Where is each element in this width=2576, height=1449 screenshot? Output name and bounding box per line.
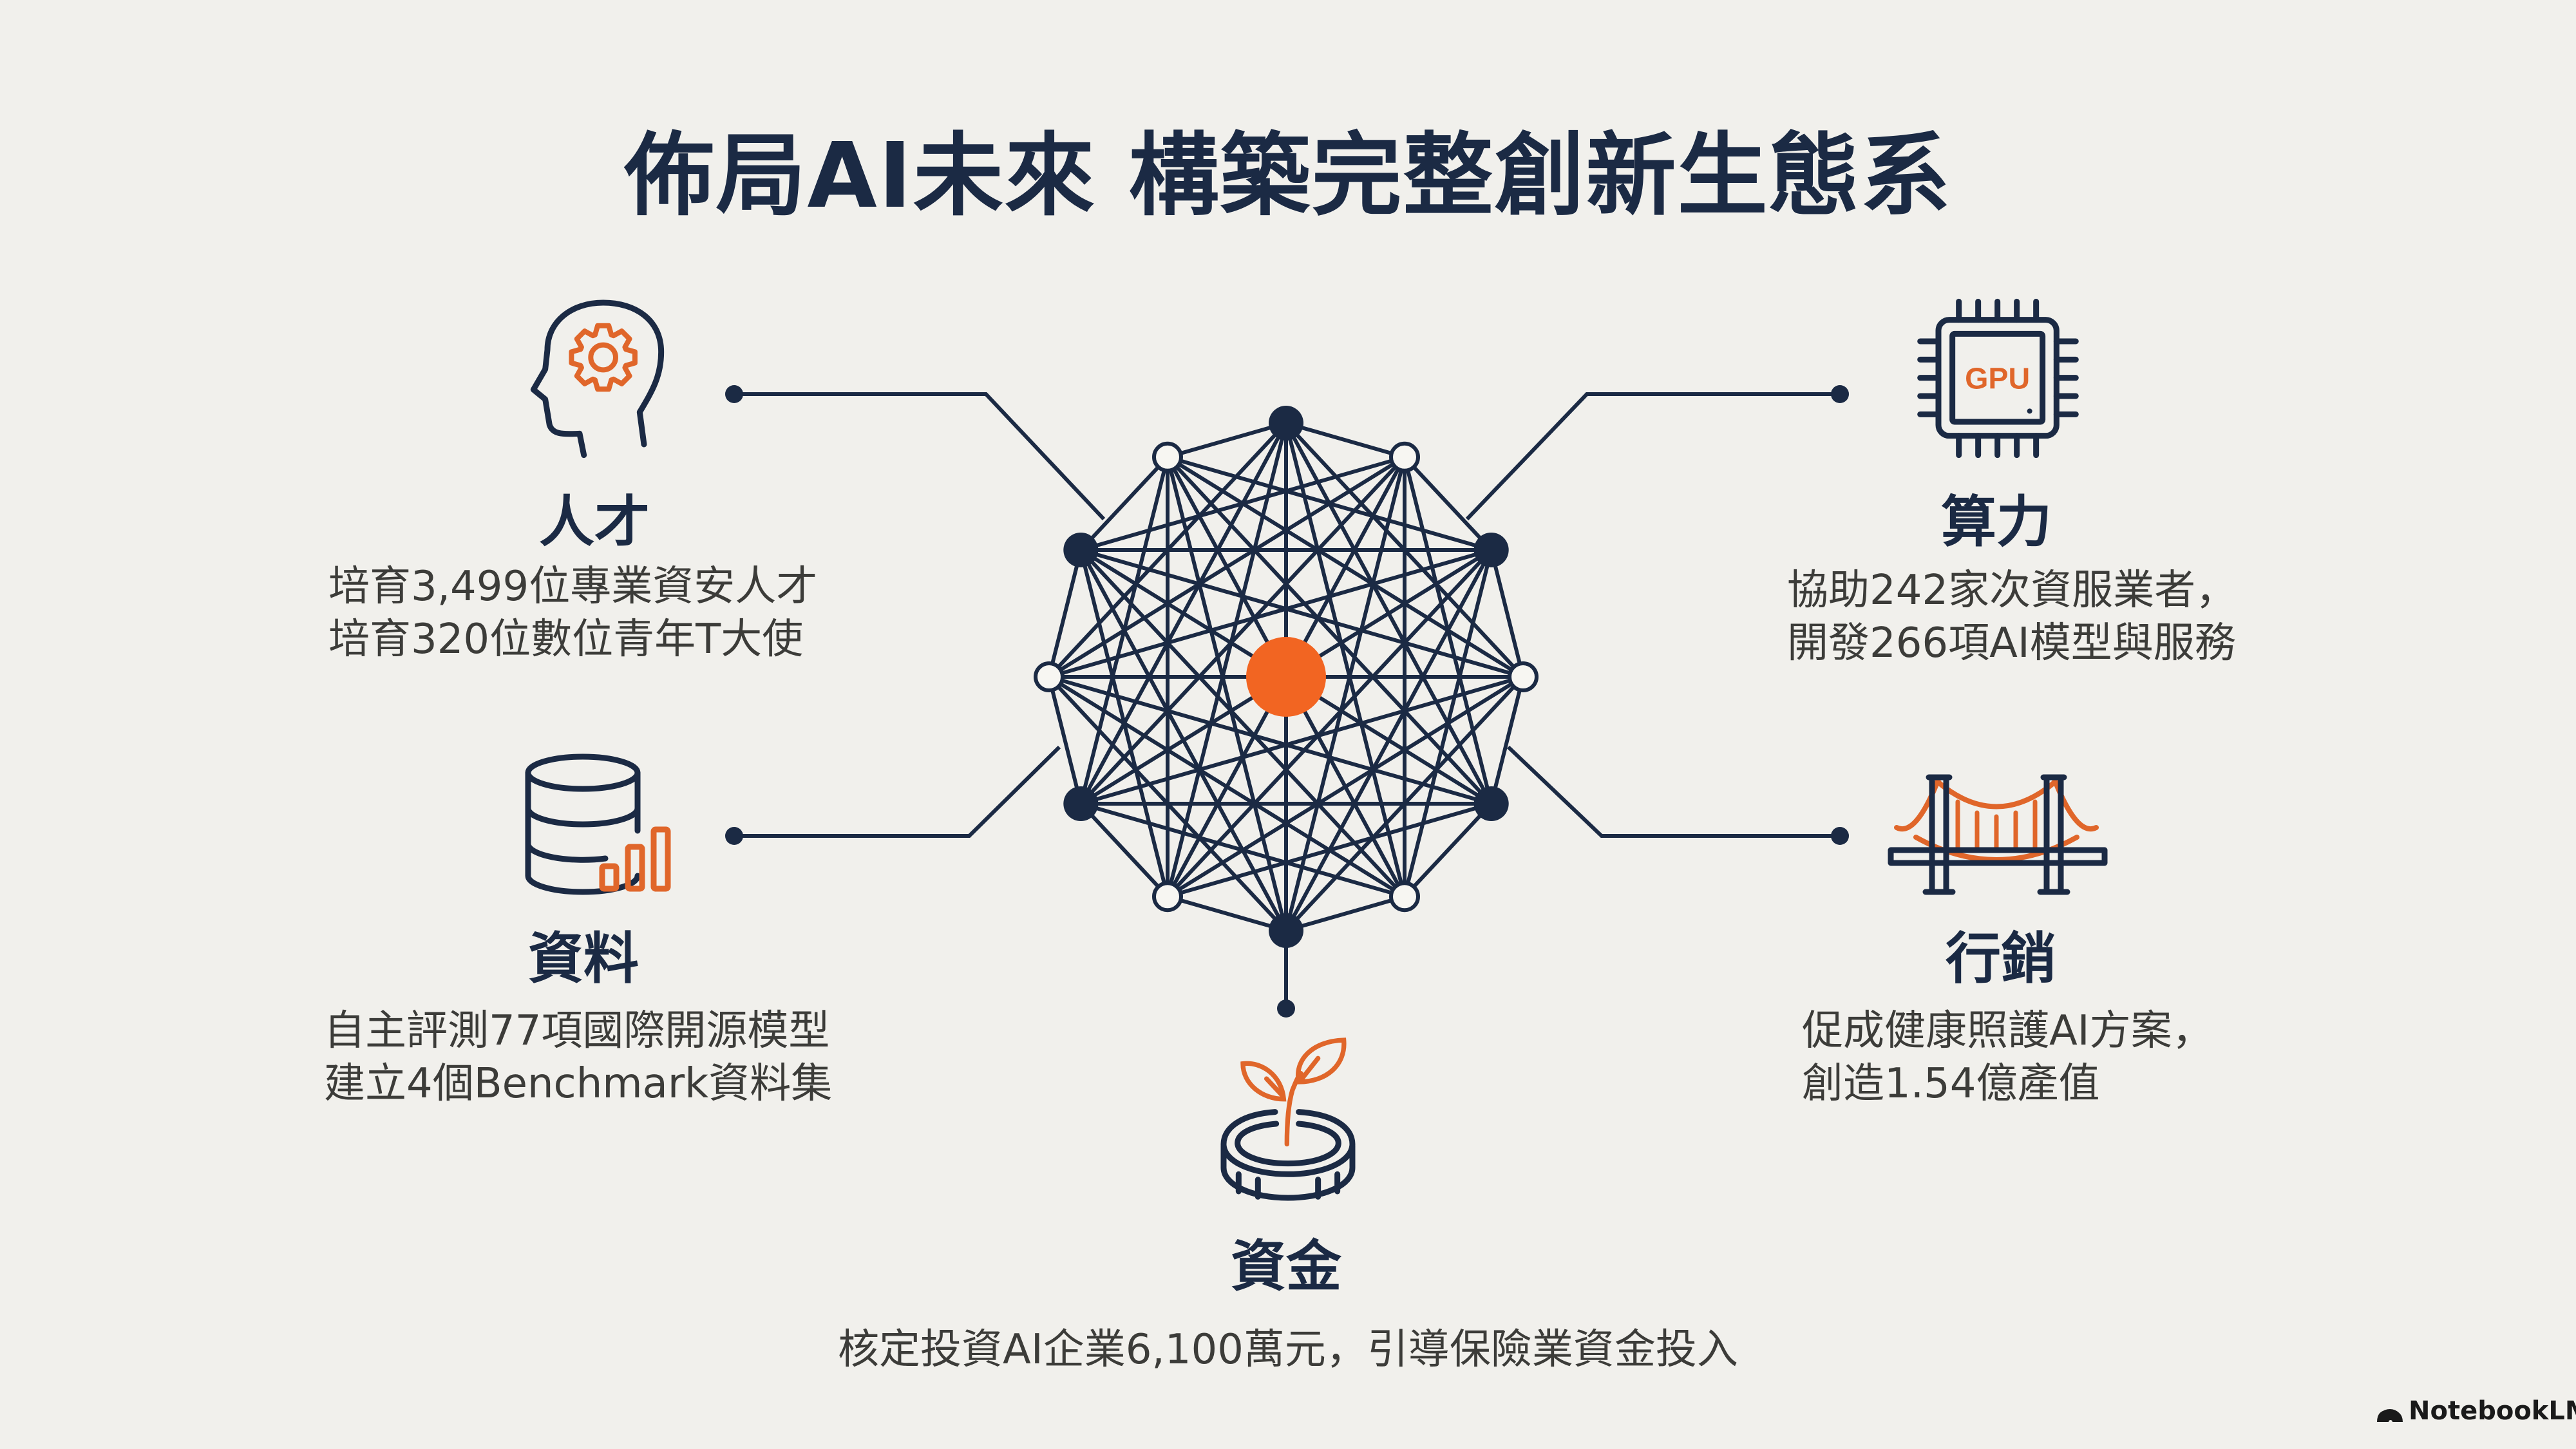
- network-edge: [1079, 455, 1170, 552]
- desc-marketing: 促成健康照護AI方案， 創造1.54億產值: [1802, 1005, 2213, 1110]
- brand-name: NotebookLM: [2409, 1396, 2576, 1426]
- desc-funding-line-1: 核定投資AI企業6,100萬元，引導保險業資金投入: [838, 1326, 1738, 1374]
- network-edge: [1166, 548, 1493, 898]
- network-edge: [1047, 549, 1083, 677]
- desc-funding: 核定投資AI企業6,100萬元，引導保險業資金投入: [838, 1323, 1738, 1376]
- network-edge: [1166, 422, 1288, 897]
- desc-data-line-2: 建立4個Benchmark資料集: [324, 1060, 833, 1108]
- gpu-chip-icon: GPU: [1917, 298, 2079, 459]
- network-spoke: [1285, 675, 1493, 806]
- page-title: 佈局AI未來 構築完整創新生態系: [624, 124, 1952, 229]
- network-edge: [1284, 457, 1406, 931]
- network-edge: [1285, 895, 1405, 933]
- network-spoke: [1079, 548, 1287, 679]
- network-spoke: [1284, 676, 1406, 898]
- heading-data: 資料: [528, 927, 639, 991]
- network-edge: [1167, 895, 1287, 933]
- heading-marketing: 行銷: [1946, 927, 2056, 991]
- network-spoke: [1166, 456, 1288, 678]
- network-spoke: [1079, 675, 1287, 806]
- notebooklm-logo-icon: [2377, 1409, 2403, 1423]
- network-node-hollow: [1389, 441, 1420, 473]
- network-edge: [1080, 548, 1524, 679]
- network-node-hollow: [1508, 661, 1539, 692]
- network-node-filled: [1473, 533, 1509, 567]
- desc-data: 自主評測77項國際開源模型 建立4個Benchmark資料集: [324, 1005, 832, 1110]
- network-node-filled: [1063, 786, 1099, 821]
- network-edge: [1080, 675, 1524, 806]
- connector-dot-compute: [1831, 385, 1849, 403]
- desc-compute-line-1: 協助242家次資服業者，: [1787, 567, 2237, 614]
- network-edge: [1489, 676, 1525, 804]
- network-edge: [1285, 421, 1405, 459]
- network-edge: [1166, 457, 1288, 931]
- database-chart-icon: [525, 753, 671, 895]
- network-edge: [1166, 455, 1493, 806]
- network-node-filled: [1063, 533, 1099, 567]
- network-edge: [1284, 422, 1406, 897]
- network-edge: [1489, 549, 1525, 677]
- gpu-label: GPU: [1965, 361, 2030, 395]
- network-edge: [1403, 802, 1493, 898]
- network-spoke: [1285, 548, 1493, 679]
- connector-marketing: [1506, 745, 1840, 838]
- network-edge: [1048, 675, 1492, 806]
- connector-dot-funding: [1277, 999, 1295, 1018]
- network-spoke: [1284, 456, 1406, 678]
- network-edge: [1079, 455, 1406, 806]
- heading-funding: 資金: [1231, 1235, 1341, 1299]
- desc-compute-line-2: 開發266項AI模型與服務: [1787, 620, 2236, 667]
- network-edge: [1079, 548, 1406, 898]
- desc-talent-line-1: 培育3,499位專業資安人才: [328, 563, 818, 611]
- network-node-hollow: [1034, 661, 1065, 692]
- desc-talent-line-2: 培育320位數位青年T大使: [328, 616, 804, 663]
- network-node-filled: [1269, 913, 1303, 948]
- desc-data-line-1: 自主評測77項國際開源模型: [324, 1007, 830, 1055]
- network-node-hollow: [1152, 441, 1183, 473]
- network-center-node: [1246, 637, 1326, 717]
- network-node-filled: [1269, 406, 1303, 440]
- network-edge: [1167, 421, 1287, 459]
- network-node-filled: [1473, 786, 1509, 821]
- desc-compute: 協助242家次資服業者， 開發266項AI模型與服務: [1787, 564, 2237, 670]
- connector-dot-talent: [725, 385, 743, 403]
- bridge-icon: [1888, 774, 2108, 895]
- desc-marketing-line-1: 促成健康照護AI方案，: [1802, 1007, 2213, 1055]
- heading-talent: 人才: [539, 490, 650, 554]
- desc-marketing-line-2: 創造1.54億產值: [1802, 1060, 2100, 1108]
- network-node-hollow: [1152, 881, 1183, 913]
- connector-talent: [734, 392, 1106, 521]
- network-node-hollow: [1389, 881, 1420, 913]
- coin-sprout-icon: [1220, 1037, 1356, 1201]
- network-edge: [1048, 548, 1492, 679]
- network-edge: [1079, 802, 1170, 898]
- network-graph: [1034, 406, 1539, 948]
- connector-lines: [734, 392, 1840, 1009]
- head-gear-icon: [530, 299, 665, 459]
- connector-compute: [1465, 392, 1840, 521]
- connector-dot-data: [725, 827, 743, 845]
- network-spoke: [1166, 676, 1288, 898]
- network-edge: [1047, 676, 1083, 804]
- connector-data: [734, 745, 1061, 838]
- heading-compute: 算力: [1941, 490, 2052, 554]
- desc-talent: 培育3,499位專業資安人才 培育320位數位青年T大使: [328, 560, 817, 666]
- connector-dot-marketing: [1831, 827, 1849, 845]
- network-edge: [1403, 455, 1493, 552]
